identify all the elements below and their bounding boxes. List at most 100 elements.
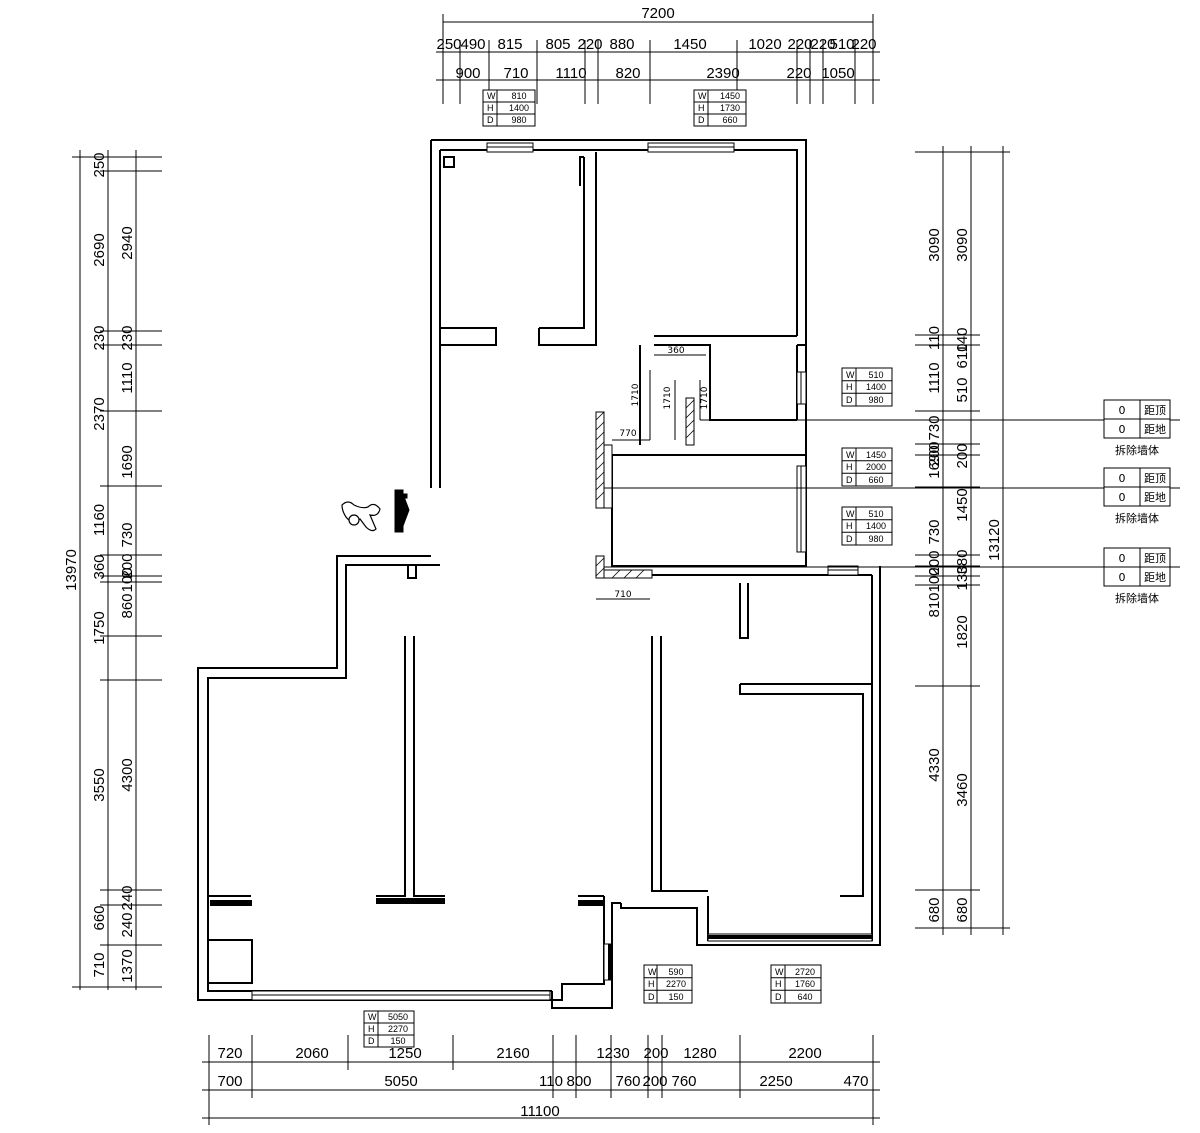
right-dim: 510 bbox=[954, 377, 971, 402]
svg-text:2000: 2000 bbox=[866, 462, 886, 472]
svg-text:H: H bbox=[648, 979, 655, 989]
right-dim: 3090 bbox=[926, 228, 943, 261]
top-dim: 805 bbox=[545, 36, 570, 53]
svg-text:D: D bbox=[846, 475, 853, 485]
right-dim: 3090 bbox=[954, 228, 971, 261]
svg-text:660: 660 bbox=[868, 475, 883, 485]
left-dim: 730 bbox=[119, 522, 136, 547]
bottom-dim: 800 bbox=[566, 1073, 591, 1090]
right-dim: 200 bbox=[926, 441, 943, 466]
svg-text:H: H bbox=[487, 103, 494, 113]
left-dim: 230 bbox=[91, 325, 108, 350]
bottom-dim: 2250 bbox=[759, 1073, 792, 1090]
top-dim: 220 bbox=[787, 36, 812, 53]
svg-text:640: 640 bbox=[797, 992, 812, 1002]
top-dim: 815 bbox=[497, 36, 522, 53]
bottom-dim: 2060 bbox=[295, 1045, 328, 1062]
svg-text:1400: 1400 bbox=[866, 382, 886, 392]
right-dimension-lines bbox=[915, 146, 1010, 935]
svg-text:980: 980 bbox=[868, 395, 883, 405]
svg-text:1730: 1730 bbox=[720, 103, 740, 113]
svg-text:W: W bbox=[698, 91, 707, 101]
beams bbox=[210, 898, 872, 980]
top-dim: 880 bbox=[609, 36, 634, 53]
top-dim: 710 bbox=[503, 65, 528, 82]
top-dim: 220 bbox=[786, 65, 811, 82]
entry-arrow-icon bbox=[394, 489, 410, 533]
right-dim: 1820 bbox=[954, 615, 971, 648]
bottom-dimension-lines bbox=[202, 1035, 880, 1125]
svg-text:W: W bbox=[775, 967, 784, 977]
right-dim: 1110 bbox=[926, 362, 943, 393]
svg-text:距地: 距地 bbox=[1144, 571, 1166, 584]
svg-text:0: 0 bbox=[1119, 491, 1126, 504]
bottom-dim: 2200 bbox=[788, 1045, 821, 1062]
svg-text:2720: 2720 bbox=[795, 967, 815, 977]
right-dim: 610 bbox=[954, 343, 971, 368]
svg-text:510: 510 bbox=[868, 370, 883, 380]
top-dim: 820 bbox=[615, 65, 640, 82]
interior-dim: 710 bbox=[614, 590, 631, 600]
svg-text:拆除墙体: 拆除墙体 bbox=[1115, 591, 1159, 605]
svg-text:980: 980 bbox=[511, 115, 526, 125]
svg-text:H: H bbox=[775, 979, 782, 989]
svg-text:D: D bbox=[648, 992, 655, 1002]
bottom-dim: 110 bbox=[539, 1073, 563, 1090]
right-dim: 680 bbox=[954, 897, 971, 922]
right-dim: 380 bbox=[954, 549, 971, 574]
right-dim: 680 bbox=[926, 897, 943, 922]
svg-text:1450: 1450 bbox=[866, 450, 886, 460]
demolish-tag: 0 距顶 0 距地 拆除墙体 bbox=[1103, 547, 1171, 605]
svg-text:590: 590 bbox=[668, 967, 683, 977]
svg-text:D: D bbox=[846, 395, 853, 405]
right-dim: 130 bbox=[954, 565, 971, 590]
svg-text:距顶: 距顶 bbox=[1144, 472, 1166, 485]
right-dim: 100 bbox=[926, 567, 943, 592]
person-icon bbox=[341, 501, 381, 532]
svg-text:0: 0 bbox=[1119, 423, 1126, 436]
top-dim: 250 bbox=[436, 36, 461, 53]
svg-text:D: D bbox=[368, 1036, 375, 1046]
svg-text:0: 0 bbox=[1119, 404, 1126, 417]
window-table: W 510 H 1400 D 980 bbox=[841, 367, 893, 407]
interior-dim: 1710 bbox=[631, 383, 641, 406]
top-dim: 2390 bbox=[706, 65, 739, 82]
right-dim: 730 bbox=[926, 519, 943, 544]
left-dim: 100 bbox=[119, 567, 136, 592]
svg-text:1400: 1400 bbox=[509, 103, 529, 113]
bottom-dim: 720 bbox=[217, 1045, 242, 1062]
svg-text:距顶: 距顶 bbox=[1144, 404, 1166, 417]
top-dimension-lines bbox=[436, 14, 880, 104]
svg-text:980: 980 bbox=[868, 534, 883, 544]
svg-text:H: H bbox=[368, 1024, 375, 1034]
svg-text:0: 0 bbox=[1119, 472, 1126, 485]
interior-dim: 1710 bbox=[663, 386, 673, 409]
demolish-tag: 0 距顶 0 距地 拆除墙体 bbox=[1103, 399, 1171, 457]
svg-text:H: H bbox=[846, 382, 853, 392]
right-dim: 110 bbox=[926, 326, 943, 350]
svg-text:150: 150 bbox=[390, 1036, 405, 1046]
top-overall-dim: 7200 bbox=[641, 5, 674, 22]
svg-text:660: 660 bbox=[722, 115, 737, 125]
top-dim: 220 bbox=[810, 36, 835, 53]
left-outer-labels: 250 2690 230 2370 1160 360 1750 3550 660… bbox=[91, 152, 108, 977]
svg-text:W: W bbox=[846, 370, 855, 380]
right-dim: 730 bbox=[926, 415, 943, 440]
top-row1-ticks bbox=[459, 40, 856, 104]
top-dim: 220 bbox=[851, 36, 876, 53]
bottom-overall-dim: 11100 bbox=[520, 1103, 560, 1120]
right-dim: 4330 bbox=[926, 748, 943, 781]
interior-dim: 770 bbox=[619, 429, 636, 439]
svg-text:W: W bbox=[846, 509, 855, 519]
left-dim: 2940 bbox=[119, 226, 136, 259]
top-dim: 220 bbox=[577, 36, 602, 53]
interior-dim: 360 bbox=[667, 346, 684, 356]
svg-text:2270: 2270 bbox=[388, 1024, 408, 1034]
left-dimension-lines bbox=[72, 150, 162, 990]
bottom-dim: 2160 bbox=[496, 1045, 529, 1062]
bottom-dim: 200 bbox=[643, 1045, 668, 1062]
left-dim: 1160 bbox=[91, 504, 108, 536]
left-dim: 2690 bbox=[91, 233, 108, 266]
